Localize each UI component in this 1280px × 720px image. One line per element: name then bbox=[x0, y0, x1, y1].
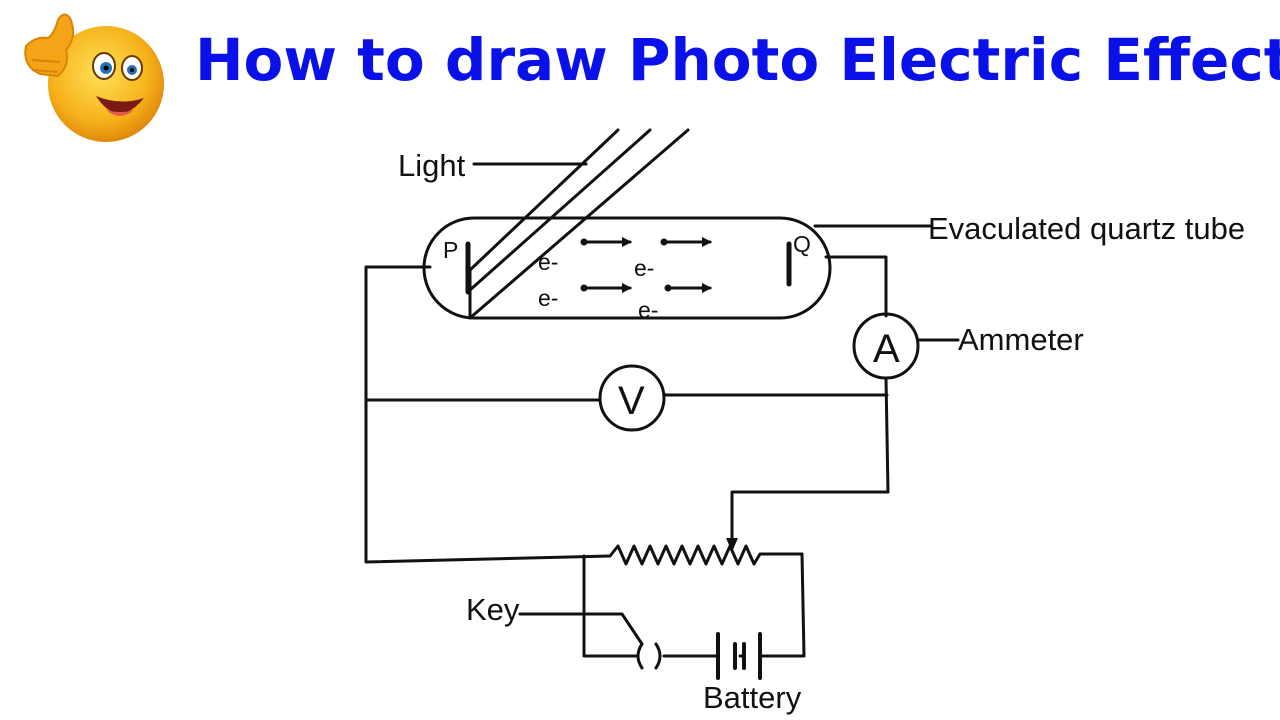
rheostat bbox=[608, 544, 804, 566]
battery-label: Battery bbox=[703, 680, 802, 715]
electron-label: e- bbox=[638, 297, 658, 323]
quartz-tube bbox=[422, 216, 832, 320]
tube-label: Evaculated quartz tube bbox=[928, 211, 1245, 246]
electron-label: e- bbox=[634, 255, 654, 281]
electron-label: e- bbox=[538, 285, 558, 311]
ammeter-symbol: A bbox=[873, 327, 900, 371]
light-ray-2 bbox=[468, 128, 652, 292]
voltmeter-symbol: V bbox=[618, 379, 645, 423]
wire-right-lower bbox=[730, 376, 890, 542]
voltmeter bbox=[598, 364, 666, 432]
electrode-q-label: Q bbox=[793, 231, 811, 257]
wire-right-top bbox=[824, 255, 888, 318]
electrode-p-label: P bbox=[443, 237, 458, 263]
electron-arrows bbox=[580, 237, 712, 293]
key-switch bbox=[636, 642, 644, 670]
key-leader bbox=[518, 612, 644, 646]
ammeter-label: Ammeter bbox=[958, 322, 1084, 357]
wire-battery-right bbox=[758, 552, 806, 658]
thumbs-up-emoji-icon bbox=[24, 13, 164, 142]
light-ray-3 bbox=[468, 128, 690, 320]
light-label: Light bbox=[398, 148, 466, 183]
light-ray-1 bbox=[468, 128, 620, 272]
key-label: Key bbox=[466, 592, 520, 627]
wire-left bbox=[364, 265, 612, 564]
wire-battery-loop bbox=[582, 554, 638, 658]
page-title: How to draw Photo Electric Effect bbox=[195, 26, 1280, 94]
electron-label: e- bbox=[538, 249, 558, 275]
